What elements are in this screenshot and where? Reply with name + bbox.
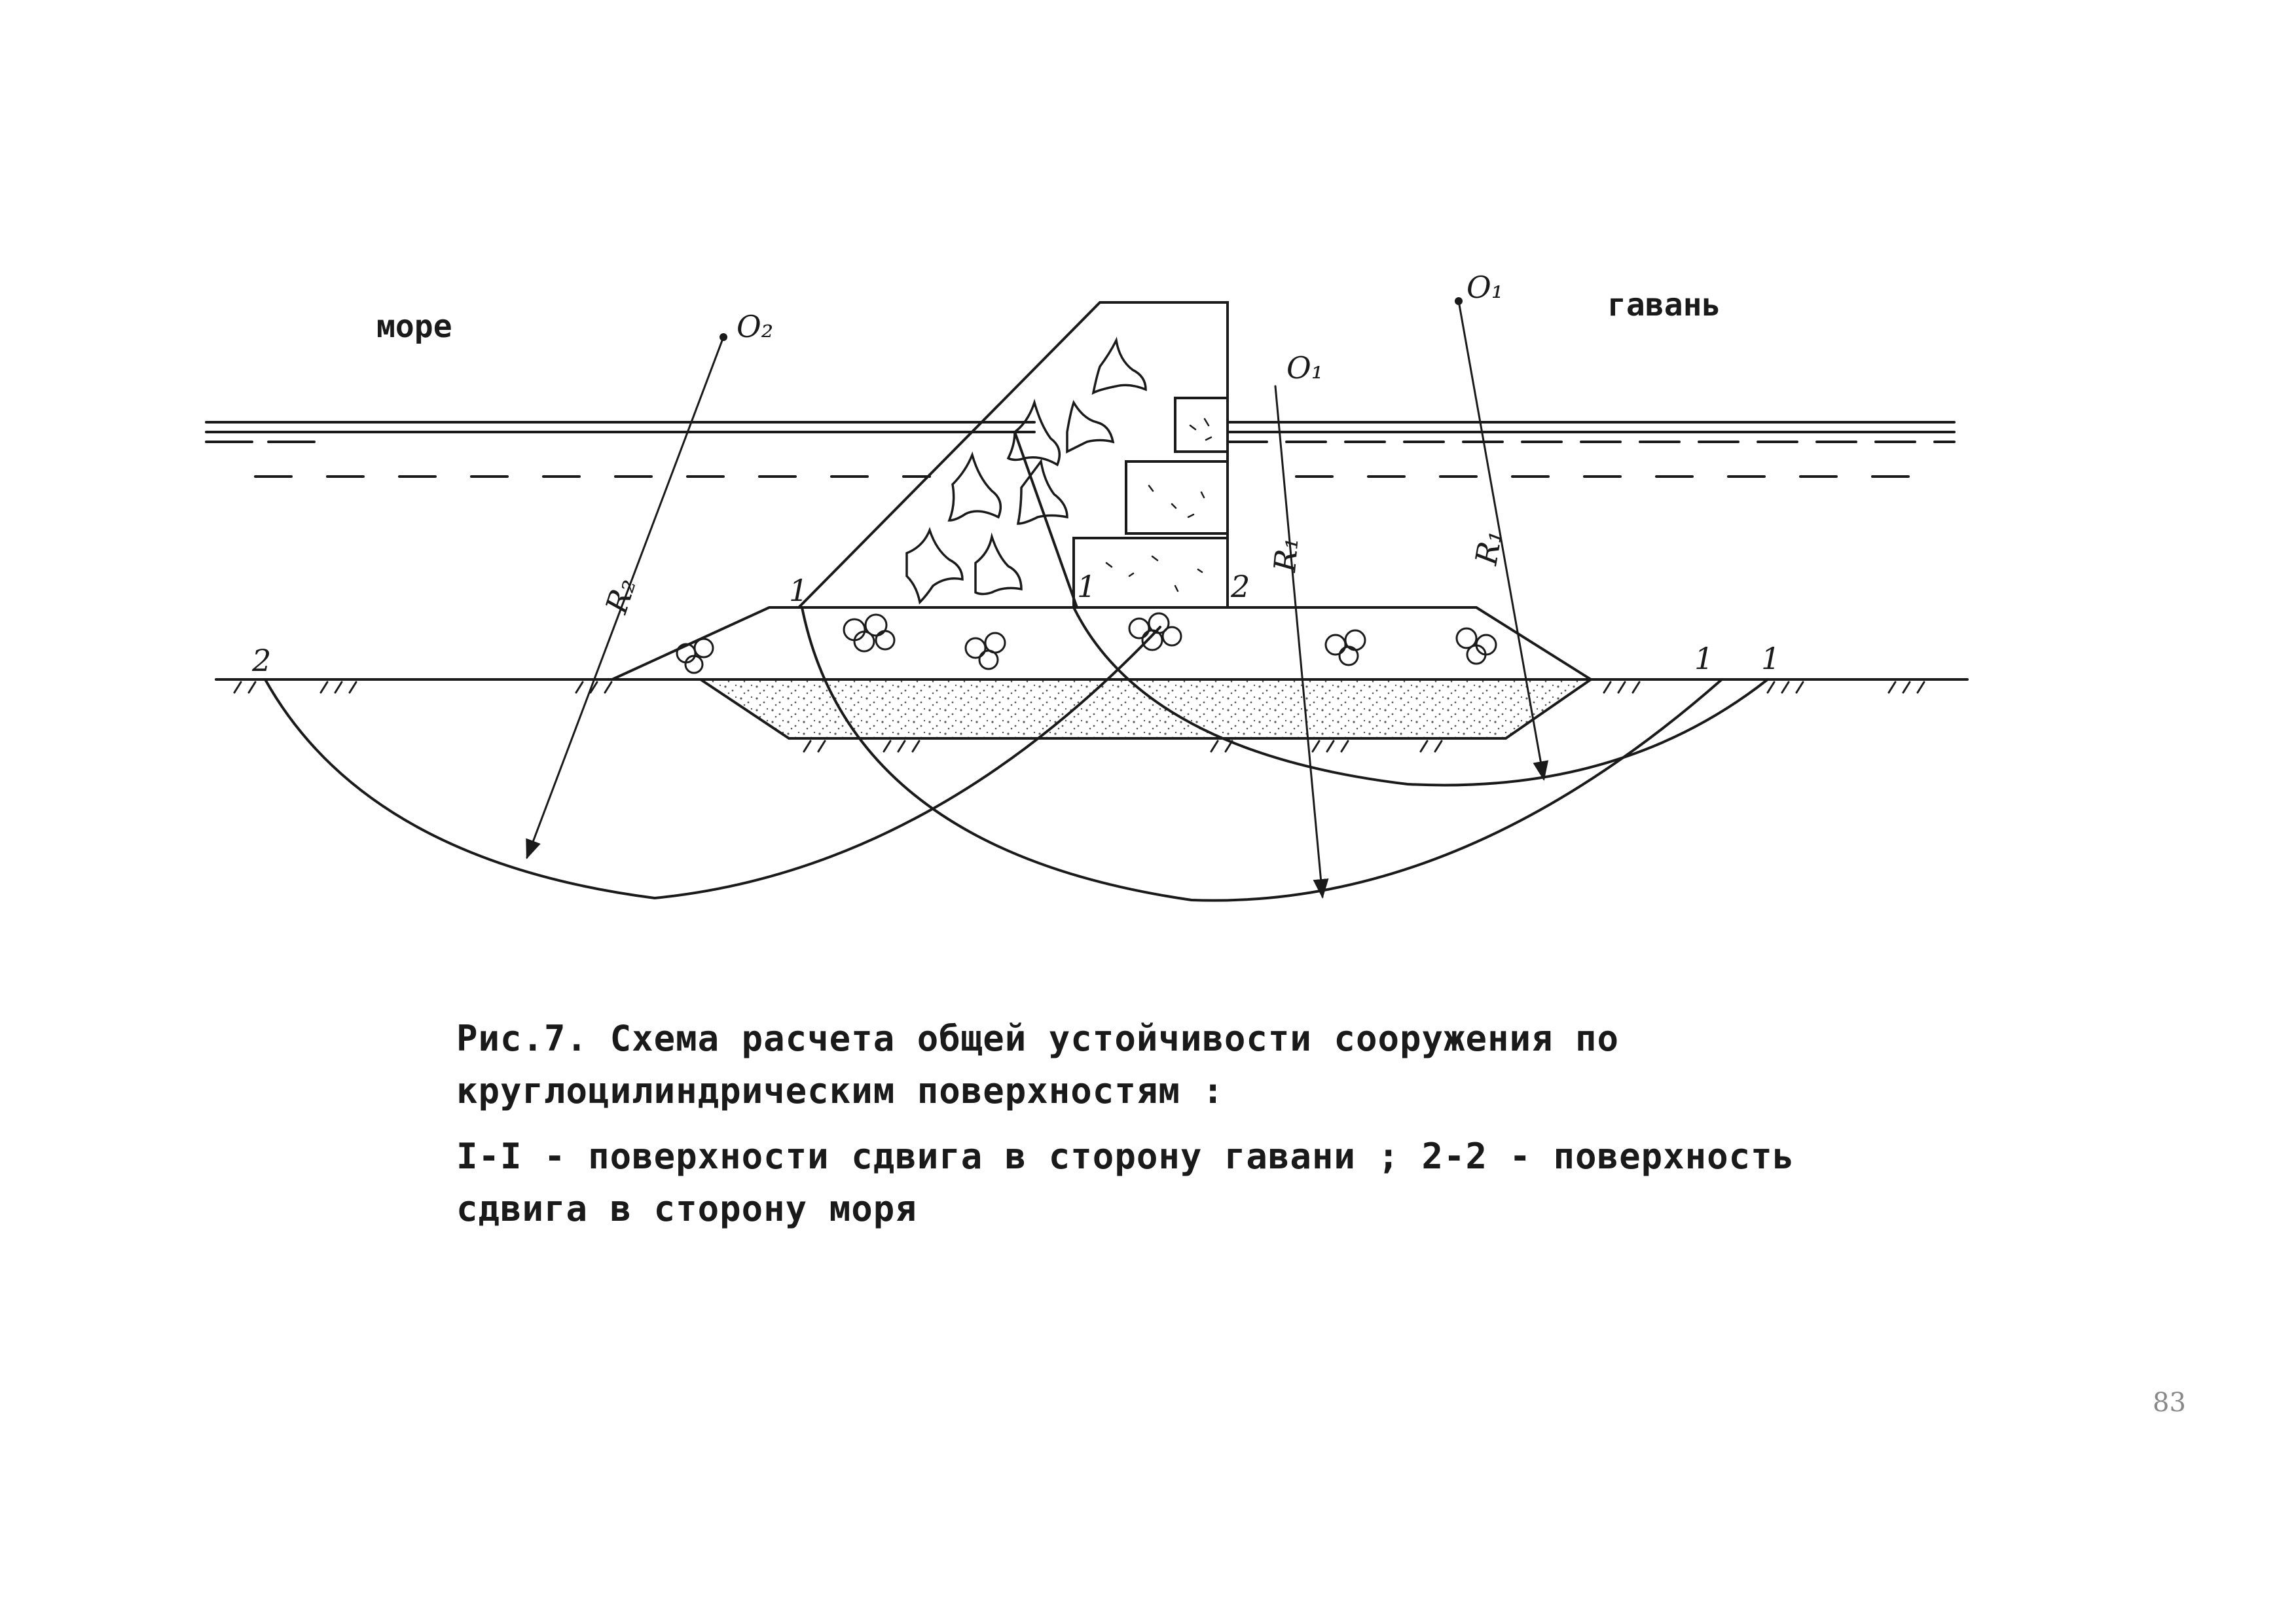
figure-legend-line-2: сдвига в сторону моря <box>456 1188 917 1229</box>
mark-2-left: 2 <box>251 643 271 678</box>
figure-caption-line-1: Рис.7. Схема расчета общей устойчивости … <box>456 1018 1620 1059</box>
slip-circle-1-1-near <box>801 606 1723 902</box>
tetrapods <box>905 336 1147 605</box>
mark-1-right-a: 1 <box>1694 641 1713 676</box>
slip-surfaces <box>264 606 1769 902</box>
seabed-line <box>215 678 1969 753</box>
radii <box>526 300 1549 899</box>
slip-circle-1-1-far <box>1072 606 1769 787</box>
rubble-berm <box>611 606 1595 681</box>
radius-r1-near-label: R₁ <box>1267 535 1305 574</box>
page-number: 83 <box>2153 1388 2186 1418</box>
figure-legend-line-1: I-I - поверхности сдвига в сторону гаван… <box>456 1136 1795 1177</box>
mark-1-base: 1 <box>1077 569 1096 604</box>
center-o1-near-label: O₁ <box>1286 350 1323 386</box>
sea-label: море <box>376 308 452 345</box>
radius-r1-far-label: R₁ <box>1468 527 1509 568</box>
figure-caption-line-2: круглоцилиндрическим поверхностям : <box>456 1070 1224 1111</box>
center-o1-far-label: O₁ <box>1467 270 1503 305</box>
slip-circle-2-2 <box>264 626 1161 900</box>
berm-stones <box>676 612 1497 674</box>
mark-1-right-b: 1 <box>1761 641 1780 676</box>
center-o2-label: O₂ <box>737 309 773 344</box>
water-level <box>205 421 1956 478</box>
mark-1-crest: 1 <box>789 573 808 608</box>
harbor-label: гавань <box>1607 287 1721 323</box>
radius-r2-label: R₂ <box>598 573 643 618</box>
concrete-blocks <box>1072 397 1229 609</box>
sand-bedding <box>696 678 1595 740</box>
breakwater-body <box>795 301 1229 609</box>
mark-2-base: 2 <box>1230 569 1250 604</box>
